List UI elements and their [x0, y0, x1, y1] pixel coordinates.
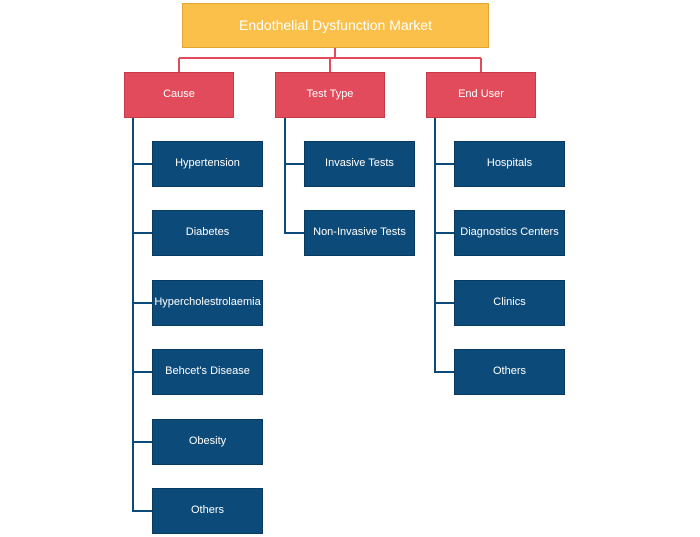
leaf-obesity: Obesity [152, 419, 263, 465]
leaf-diagnostics-centers: Diagnostics Centers [454, 210, 565, 256]
diagram-title: Endothelial Dysfunction Market [182, 3, 489, 48]
leaf-hypercholestrolaemia: Hypercholestrolaemia [152, 280, 263, 326]
category-cause: Cause [124, 72, 234, 118]
leaf-end-user-others: Others [454, 349, 565, 395]
root-connectors [178, 48, 482, 72]
end-user-connectors [434, 118, 454, 373]
test-type-connectors [284, 118, 304, 234]
category-end-user: End User [426, 72, 536, 118]
cause-connectors [132, 118, 152, 512]
leaf-clinics: Clinics [454, 280, 565, 326]
leaf-hypertension: Hypertension [152, 141, 263, 187]
leaf-non-invasive-tests: Non-Invasive Tests [304, 210, 415, 256]
leaf-behcets-disease: Behcet's Disease [152, 349, 263, 395]
leaf-cause-others: Others [152, 488, 263, 534]
leaf-hospitals: Hospitals [454, 141, 565, 187]
leaf-invasive-tests: Invasive Tests [304, 141, 415, 187]
category-test-type: Test Type [275, 72, 385, 118]
leaf-diabetes: Diabetes [152, 210, 263, 256]
